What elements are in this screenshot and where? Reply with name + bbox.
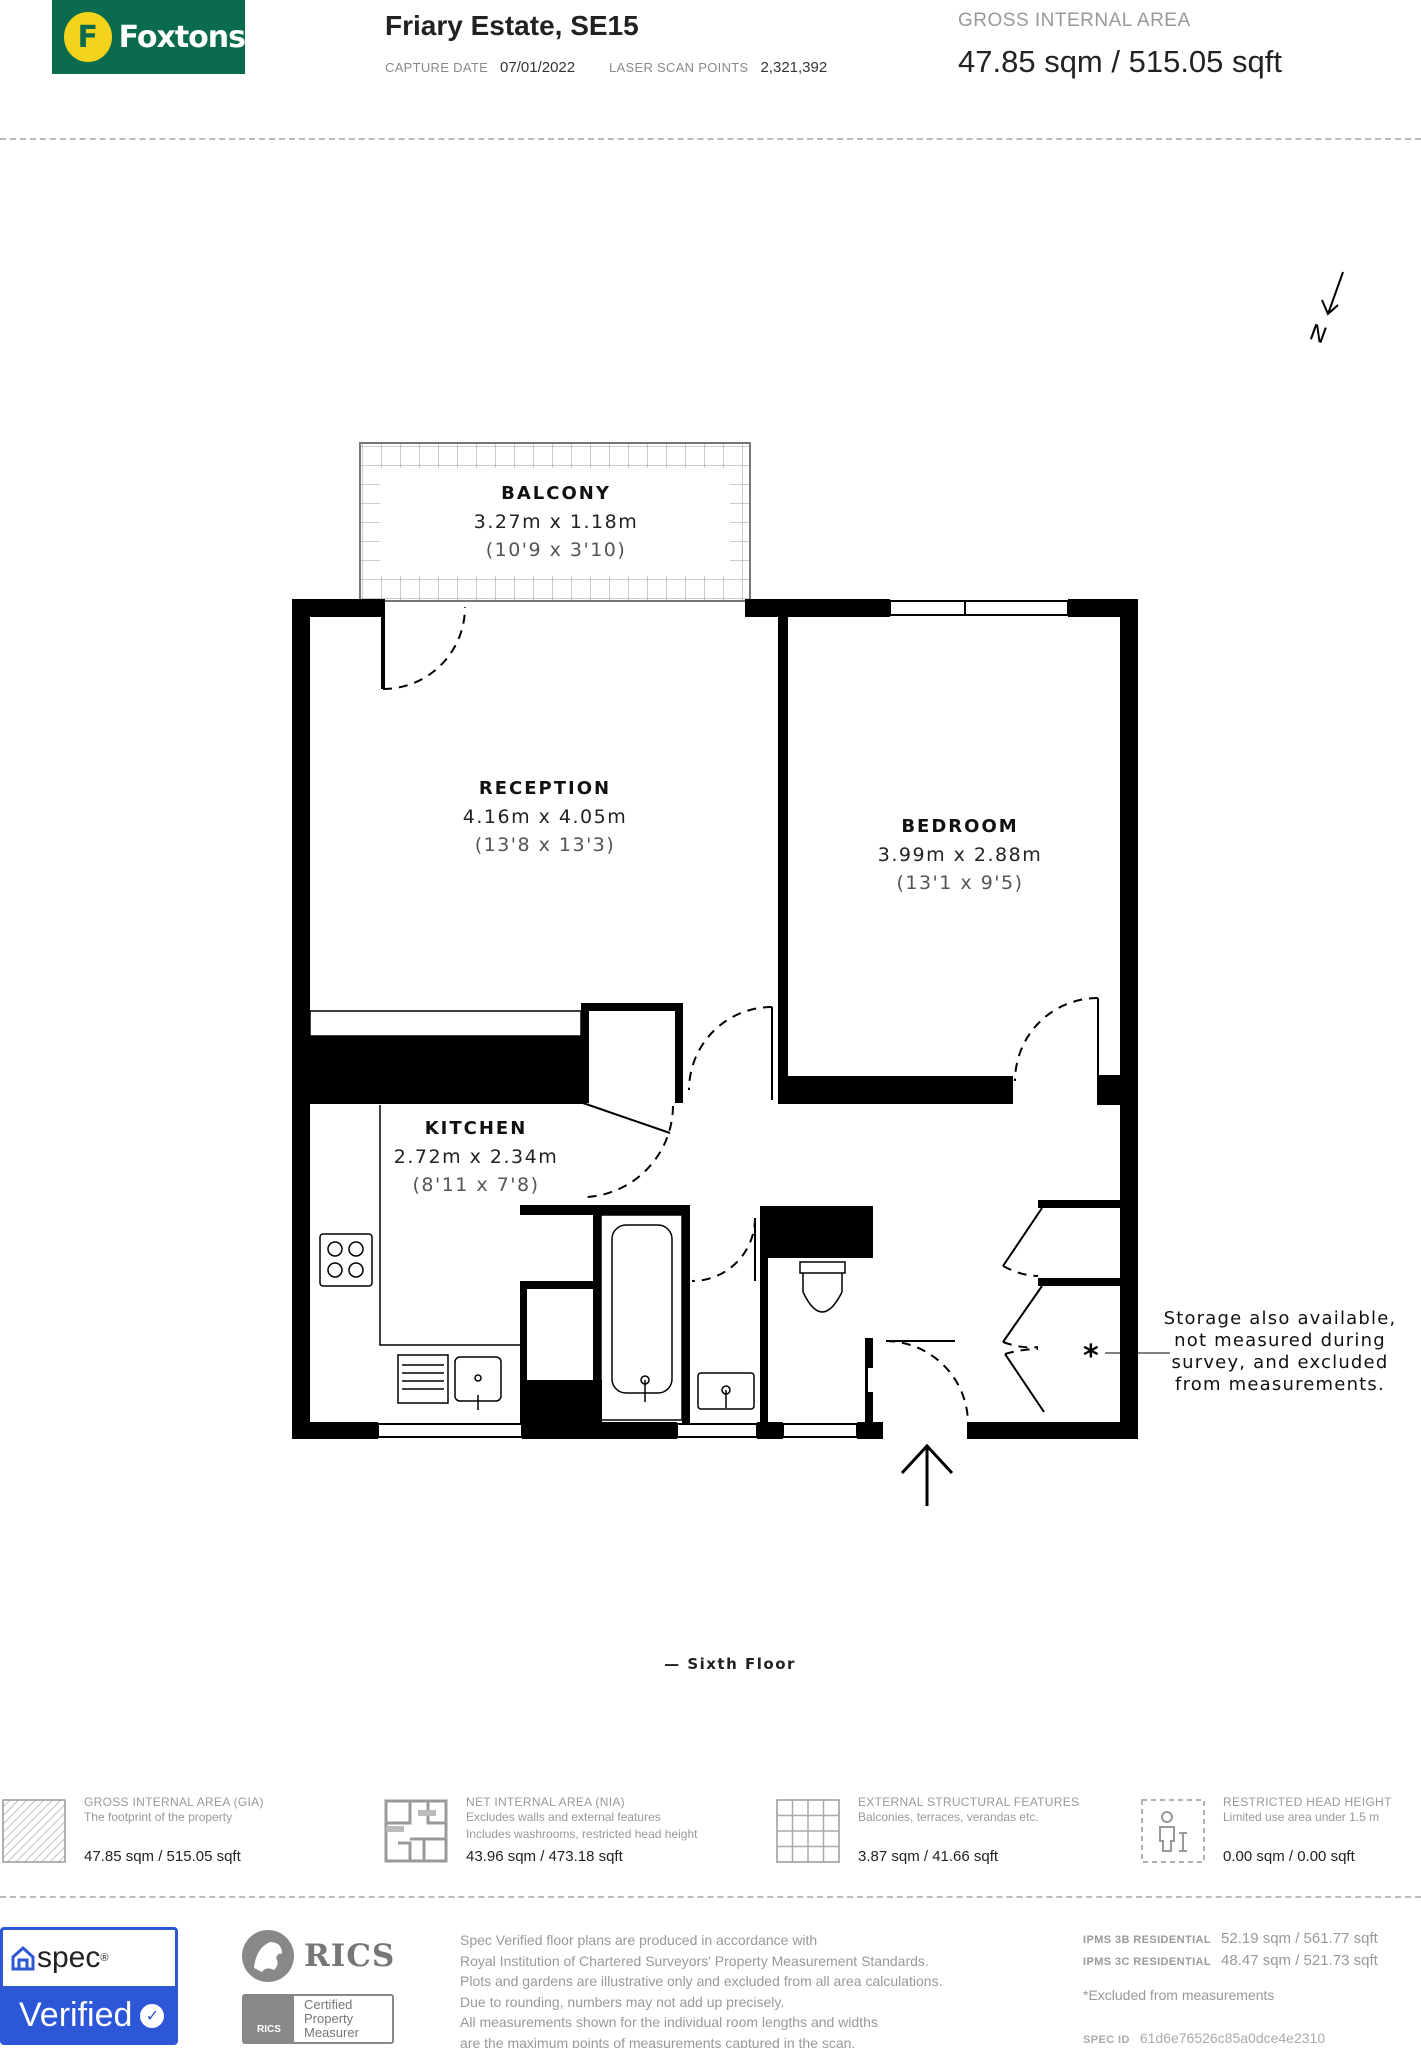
nia-value: 43.96 sqm / 473.18 sqft bbox=[466, 1848, 623, 1865]
room-label-reception: RECEPTION 4.16m x 4.05m (13'8 x 13'3) bbox=[463, 778, 627, 856]
floorplan-icon bbox=[384, 1799, 448, 1863]
property-title: Friary Estate, SE15 bbox=[385, 10, 639, 41]
floor-plan: N * BALCONY 3.27m x 1.18m (10'9 x 3'10) … bbox=[292, 271, 1344, 1506]
windows bbox=[377, 600, 1069, 1438]
kitchen-fixtures bbox=[309, 1010, 582, 1410]
svg-text:(13'8 x 13'3): (13'8 x 13'3) bbox=[475, 834, 616, 856]
foxtons-wordmark: Foxtons bbox=[118, 19, 246, 55]
balcony bbox=[359, 442, 751, 602]
foxtons-f-badge-icon: F bbox=[64, 12, 112, 62]
svg-text:N: N bbox=[1306, 320, 1330, 349]
svg-text:RECEPTION: RECEPTION bbox=[479, 778, 611, 799]
hatched-square-icon bbox=[2, 1799, 66, 1863]
footer-divider bbox=[0, 1896, 1421, 1898]
rics-wordmark: RICS bbox=[304, 1938, 396, 1974]
svg-text:(13'1 x 9'5): (13'1 x 9'5) bbox=[896, 872, 1023, 894]
rics-lion-icon bbox=[242, 1930, 294, 1982]
storage-note: Storage also available, not measured dur… bbox=[1163, 1308, 1397, 1395]
svg-text:KITCHEN: KITCHEN bbox=[425, 1118, 528, 1139]
external-features-value: 3.87 sqm / 41.66 sqft bbox=[858, 1848, 999, 1865]
disclaimer-text: Spec Verified floor plans are produced i… bbox=[460, 1932, 943, 2048]
room-label-bedroom: BEDROOM 3.99m x 2.88m (13'1 x 9'5) bbox=[878, 816, 1042, 894]
north-arrow-icon: N bbox=[1306, 271, 1344, 349]
exterior-walls bbox=[292, 599, 1138, 1439]
rics-certified-badge: RICS Certified Property Measurer bbox=[242, 1994, 394, 2044]
room-label-kitchen: KITCHEN 2.72m x 2.34m (8'11 x 7'8) bbox=[394, 1118, 558, 1196]
grid-icon bbox=[776, 1799, 840, 1863]
svg-text:BALCONY: BALCONY bbox=[501, 483, 611, 504]
gia-header-label: GROSS INTERNAL AREA bbox=[958, 10, 1191, 31]
svg-text:2.72m x 2.34m: 2.72m x 2.34m bbox=[394, 1146, 558, 1168]
svg-text:BEDROOM: BEDROOM bbox=[901, 816, 1018, 837]
storage-asterisk: * bbox=[1083, 1339, 1099, 1374]
gia-header-value: 47.85 sqm / 515.05 sqft bbox=[958, 44, 1282, 79]
spec-verified-badge: spec® Verified ✓ bbox=[0, 1927, 178, 2045]
svg-text:(10'9 x 3'10): (10'9 x 3'10) bbox=[486, 539, 627, 561]
svg-text:3.27m x 1.18m: 3.27m x 1.18m bbox=[474, 511, 638, 533]
floor-label: — Sixth Floor bbox=[664, 1655, 796, 1673]
gia-value: 47.85 sqm / 515.05 sqft bbox=[84, 1848, 241, 1865]
person-height-icon bbox=[1141, 1799, 1205, 1863]
doors bbox=[382, 606, 1099, 1423]
spec-house-icon bbox=[11, 1945, 35, 1971]
bathroom-fixtures bbox=[600, 1214, 846, 1421]
excluded-note: *Excluded from measurements bbox=[1083, 1987, 1275, 2003]
room-label-balcony: BALCONY 3.27m x 1.18m (10'9 x 3'10) bbox=[474, 483, 638, 561]
entrance-arrow-icon bbox=[900, 1443, 954, 1506]
svg-text:3.99m x 2.88m: 3.99m x 2.88m bbox=[878, 844, 1042, 866]
restricted-height-value: 0.00 sqm / 0.00 sqft bbox=[1223, 1848, 1355, 1865]
check-icon: ✓ bbox=[140, 2003, 165, 2028]
interior-walls bbox=[310, 599, 1120, 1426]
svg-text:4.16m x 4.05m: 4.16m x 4.05m bbox=[463, 806, 627, 828]
header-divider bbox=[0, 138, 1421, 140]
foxtons-logo: F Foxtons bbox=[52, 0, 246, 74]
svg-text:(8'11 x 7'8): (8'11 x 7'8) bbox=[412, 1174, 539, 1196]
